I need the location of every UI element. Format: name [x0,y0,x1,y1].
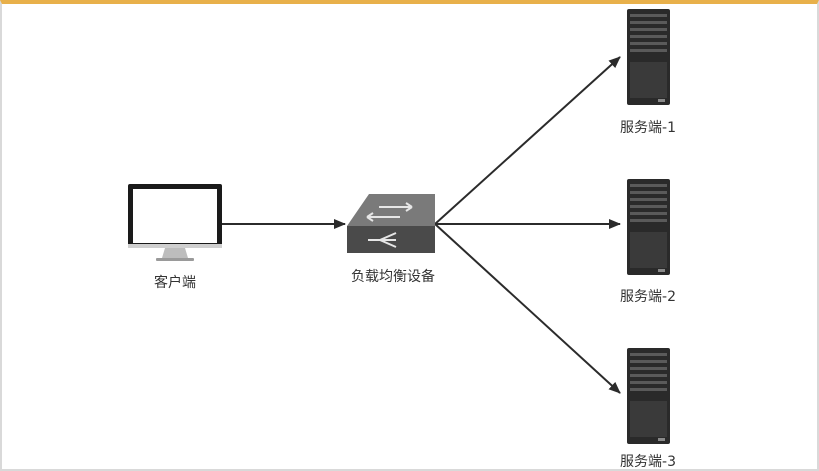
network-diagram: 客户端 负载均衡设备 服务端-1 [128,9,676,469]
edge-load-balancer-to-server-1 [434,56,621,225]
edge-load-balancer-to-server-3 [434,223,621,394]
client-monitor-icon [128,184,222,261]
server-3-icon [627,348,670,444]
server-2-label: 服务端-2 [620,289,676,305]
server-2-icon [627,179,670,275]
server-1-label: 服务端-1 [620,120,676,136]
load-balancer-label: 负载均衡设备 [351,268,435,285]
load-balancer-switch-icon [347,194,435,253]
client-label: 客户端 [154,274,196,291]
server-1-icon [627,9,670,105]
server-3-label: 服务端-3 [620,454,676,469]
